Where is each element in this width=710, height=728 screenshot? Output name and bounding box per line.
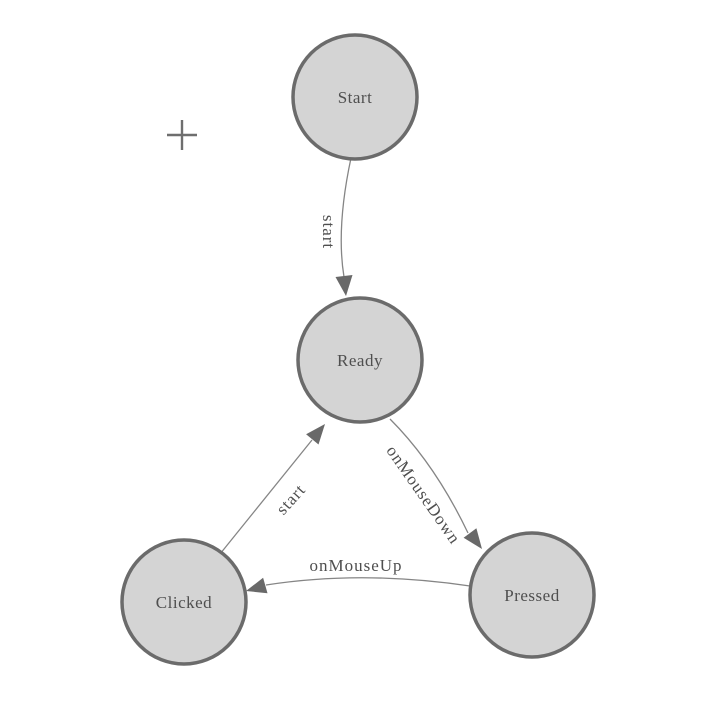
- state-node-pressed-circle[interactable]: [468, 531, 596, 659]
- arrowhead-icon: [335, 275, 353, 296]
- state-node-ready-circle[interactable]: [296, 296, 424, 424]
- state-node-start-label: Start: [338, 88, 373, 107]
- transition-clicked-to-ready[interactable]: start: [219, 424, 325, 555]
- edge-label-start-to-ready: start: [319, 215, 338, 249]
- edge-label-clicked-to-ready: start: [272, 480, 309, 518]
- edge-label-pressed-to-clicked: onMouseUp: [309, 556, 402, 575]
- state-node-clicked[interactable]: Clicked: [120, 538, 248, 666]
- arrowhead-icon: [463, 528, 482, 549]
- state-node-clicked-circle[interactable]: [120, 538, 248, 666]
- arrowhead-icon: [246, 577, 268, 594]
- state-node-pressed[interactable]: Pressed: [468, 531, 596, 659]
- transition-pressed-to-clicked[interactable]: onMouseUp: [246, 556, 471, 594]
- transition-start-to-ready[interactable]: start: [319, 157, 353, 296]
- edge-line-pressed-to-clicked[interactable]: [265, 577, 471, 587]
- state-node-ready-label: Ready: [337, 351, 383, 370]
- transition-ready-to-pressed[interactable]: onMouseDown: [383, 418, 482, 549]
- state-node-clicked-label: Clicked: [156, 593, 212, 612]
- edge-line-clicked-to-ready[interactable]: [219, 439, 313, 555]
- state-node-start-circle[interactable]: [291, 33, 419, 161]
- plus-crosshair-icon: [167, 120, 197, 150]
- state-node-pressed-label: Pressed: [504, 586, 559, 605]
- arrowhead-icon: [306, 424, 325, 445]
- edge-line-start-to-ready[interactable]: [340, 157, 352, 278]
- edge-line-ready-to-pressed[interactable]: [389, 418, 469, 534]
- state-node-start[interactable]: Start: [291, 33, 419, 161]
- state-node-ready[interactable]: Ready: [296, 296, 424, 424]
